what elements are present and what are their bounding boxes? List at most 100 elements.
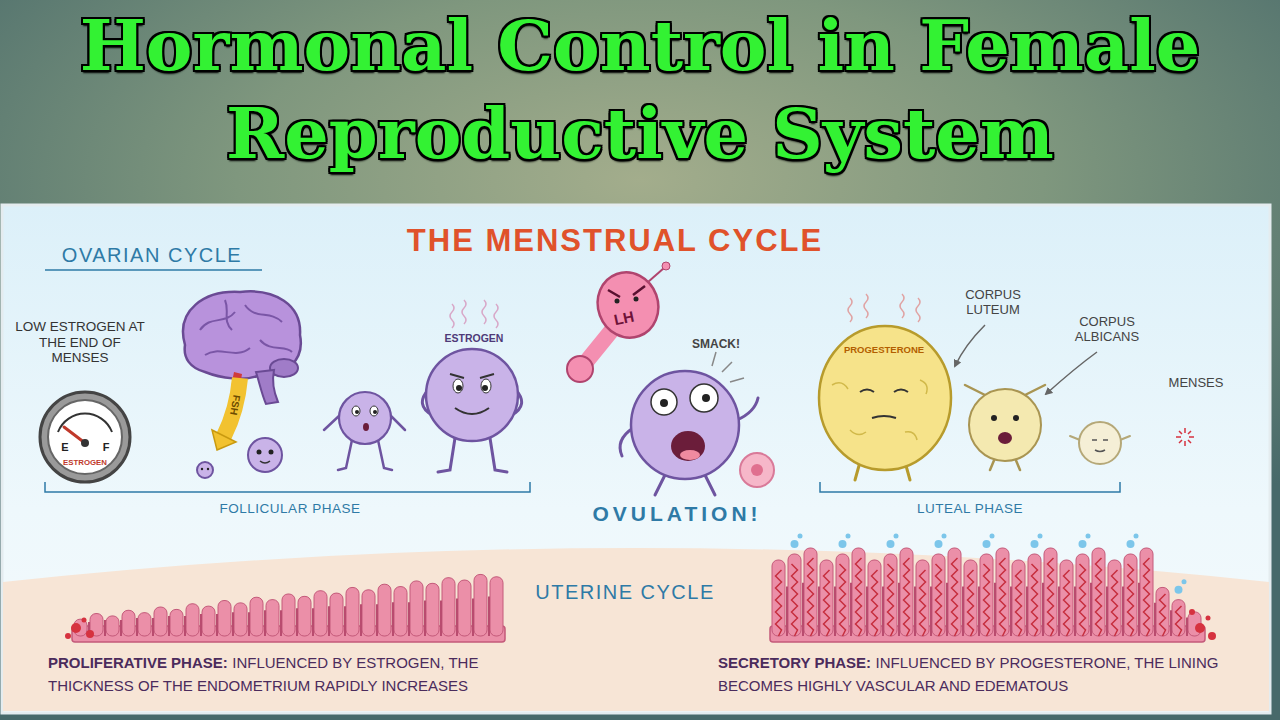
endometrium [282,594,295,636]
sound-effect: SMACK! [692,338,740,352]
endometrium [887,540,895,548]
endometrium [1156,587,1169,636]
corpus-albicans [1070,422,1130,464]
endometrium [1079,540,1087,548]
corpus-luteum [872,416,896,418]
follicle [339,392,391,444]
menstrual-blood [1195,623,1205,633]
endometrium [984,564,990,636]
estrogen-gauge [81,439,89,447]
endometrium [312,608,314,636]
estrogen-gauge [48,400,122,474]
endometrium [983,540,991,548]
follicle [201,468,203,470]
endometrium [344,606,346,636]
endometrium [250,597,263,636]
endometrium [852,548,865,636]
endometrium [868,560,881,636]
ovulating-follicle [690,384,718,412]
endometrium [472,598,474,636]
lh-character [608,286,645,297]
follicle [269,450,274,455]
endometrium [1154,603,1156,636]
follicle [370,406,378,416]
endometrium [772,560,785,636]
endometrium [1076,554,1089,636]
endometrium [474,574,487,636]
follicle [426,349,518,441]
endometrium [792,564,798,636]
endometrium [850,583,852,636]
endometrium [104,620,106,636]
endometrium [978,586,980,636]
estrogen-gauge [40,392,130,482]
corpus-luteum [991,415,997,421]
lh-character [634,297,639,302]
menses-burst [1176,428,1194,446]
phase-description-block: SECRETORY PHASE:INFLUENCED BY PROGESTERO… [718,651,1248,697]
endometrium [442,578,455,636]
endometrium [1028,554,1041,636]
endometrium [872,570,878,636]
endometrium [1128,564,1134,636]
endometrium [770,534,1205,643]
corpus-luteum [969,389,1041,461]
endometrium [280,610,282,636]
panel [3,548,1269,711]
endometrium [920,570,926,636]
endometrium [900,548,913,636]
follicle [207,468,209,470]
endometrium [106,616,119,636]
menstrual-blood [82,618,87,623]
brain [183,291,301,378]
endometrium [930,586,932,636]
follicle [355,410,359,414]
endometrium [1090,583,1092,636]
menses-burst [1176,428,1194,446]
menstrual-blood [65,633,71,639]
endometrium [394,587,407,636]
hormone-waves [450,300,498,328]
follicle [422,349,521,472]
endometrium [1124,554,1137,636]
section-heading: UTERINE CYCLE [535,581,715,604]
endometrium [964,560,977,636]
annotation: LOW ESTROGEN AT THE END OF MENSES [15,319,145,366]
endometrium [839,540,847,548]
endometrium [1080,564,1086,636]
endometrium [296,608,298,636]
endometrium [786,586,788,636]
endometrium [788,554,801,636]
lh-character [662,262,670,270]
phase-bracket [45,482,530,492]
ovum [740,453,774,487]
endometrium [834,586,836,636]
follicle [248,438,282,472]
endometrium [898,583,900,636]
endometrium [1186,618,1188,636]
endometrium [1026,586,1028,636]
lh-character [586,330,612,362]
endometrium [362,590,375,636]
endometrium [1048,558,1054,636]
endometrium [942,534,947,539]
endometrium [802,583,804,636]
endometrium [1000,558,1006,636]
part-label: CORPUS ALBICANS [1067,315,1147,345]
endometrium [378,584,391,636]
hormone-label: ESTROGEN [445,332,504,344]
endometrium [1122,586,1124,636]
menstrual-blood [65,609,1216,640]
follicle [324,392,405,470]
follicle [363,423,369,431]
phase-bracket [45,482,1120,492]
endometrium [894,534,899,539]
endometrium [1074,586,1076,636]
endometrium [1170,610,1172,636]
endometrium [426,583,439,636]
endometrium [888,564,894,636]
endometrium [298,596,311,636]
follicle [482,385,488,391]
endometrium [1038,534,1043,539]
